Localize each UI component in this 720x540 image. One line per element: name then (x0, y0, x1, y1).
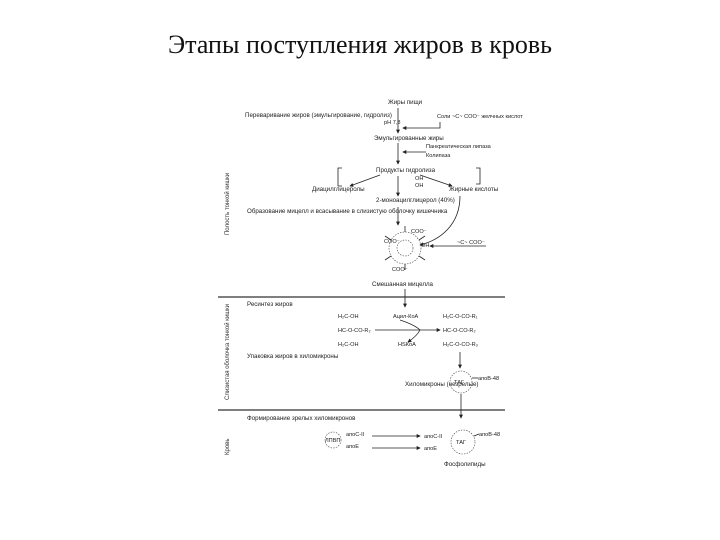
glycerol-line-3: H₂C-OH (338, 342, 359, 348)
bile-return-label: ~С~ COO⁻ (457, 240, 485, 246)
glycerol-line-2: HC-O-CO-R₂ (338, 328, 371, 334)
diglycerides-label: Диацилглицеролы (312, 186, 365, 193)
mature-chylomicron: ТАГ (450, 429, 476, 455)
micelle-coo-1: COO⁻ (384, 239, 400, 245)
colipase-label: Колипаза (426, 153, 451, 159)
micelle-coo-2: COO⁻ (411, 229, 427, 235)
monoacylglycerol-label: 2-моноацилглицерол (40%) (376, 197, 455, 204)
glycerol-line-1: H₂C-OH (338, 314, 359, 320)
tag-line-1: H₂C-O-CO-R₁ (443, 314, 478, 320)
glycerol-bracket (337, 167, 342, 187)
hdl-apoe: апоE (346, 444, 359, 450)
mixed-micelle: COO⁻ COO⁻ OH COO⁻ (384, 226, 429, 273)
hdl-particle: ЛПВП (324, 431, 342, 449)
arrow-coa-cycle (399, 319, 421, 343)
mature-tag: ТАГ (456, 440, 466, 446)
resynthesis-label: Ресинтез жиров (247, 301, 293, 308)
side-label-mucosa: Слизистая оболочка тонкой кишки (224, 304, 231, 400)
micelle-formation-label: Образование мицелл и всасывание в слизис… (247, 208, 448, 215)
hdl-label: ЛПВП (325, 438, 340, 444)
side-label-intestine: Полость тонкой кишки (224, 173, 231, 235)
packaging-label-1: Упаковка жиров в хиломикроны (247, 353, 339, 360)
oh-label-1: OH (415, 176, 423, 182)
mature-apoe: апоE (424, 446, 437, 452)
phospholipids-label: Фосфолипиды (444, 461, 486, 468)
micelle-coo-3: COO⁻ (392, 267, 408, 273)
acid-bracket (476, 167, 481, 185)
arrow-to-diglycerides (349, 174, 381, 187)
side-label-blood: Кровь (225, 439, 231, 455)
ph-label: pH 7,8 (384, 120, 400, 126)
bile-salts-label: Соли ~С~ COO⁻ желчных кислот (437, 114, 523, 120)
hydrolysis-products-label: Продукты гидролиза (376, 167, 436, 174)
mixed-micelle-label: Смешанная мицелла (372, 281, 434, 288)
acyl-coa-label: Ацил-КоА (393, 314, 419, 320)
mature-apob48: апоВ-48 (479, 432, 500, 438)
hdl-apoc2: апоC-II (346, 432, 365, 438)
arrow-to-fatty-acids (419, 174, 453, 187)
arrow-acids-to-micelle (419, 195, 461, 247)
tag-line-2: HC-O-CO-R₂ (443, 328, 476, 334)
fatty-acids-label: Жирные кислоты (449, 186, 499, 193)
immature-tag: ТАГ (454, 380, 464, 386)
apob48-label: апоВ-48 (478, 376, 499, 382)
lipase-label: Панкреатическая липаза (426, 144, 492, 150)
mature-formation-label: Формирование зрелых хиломикронов (247, 415, 356, 422)
stage-digestion-label: Переваривание жиров (эмульгирование, гид… (245, 112, 392, 119)
immature-chylo-label: Хиломикроны (незрелые) (405, 381, 478, 388)
micelle-oh: OH (421, 243, 429, 249)
emulsified-fats-label: Эмульгированные жиры (374, 135, 444, 142)
arrow-bile-emulsion (402, 122, 441, 130)
oh-label-2: OH (415, 183, 423, 189)
tag-line-3: H₂C-O-CO-R₃ (443, 342, 478, 348)
mature-apoc2: апоC-II (424, 434, 443, 440)
immature-chylomicron: ТАГ (449, 370, 473, 394)
slide-title: Этапы поступления жиров в кровь (168, 30, 552, 59)
fat-food-label: Жиры пищи (388, 99, 423, 106)
hs-coa-label: HSКоА (398, 342, 416, 348)
